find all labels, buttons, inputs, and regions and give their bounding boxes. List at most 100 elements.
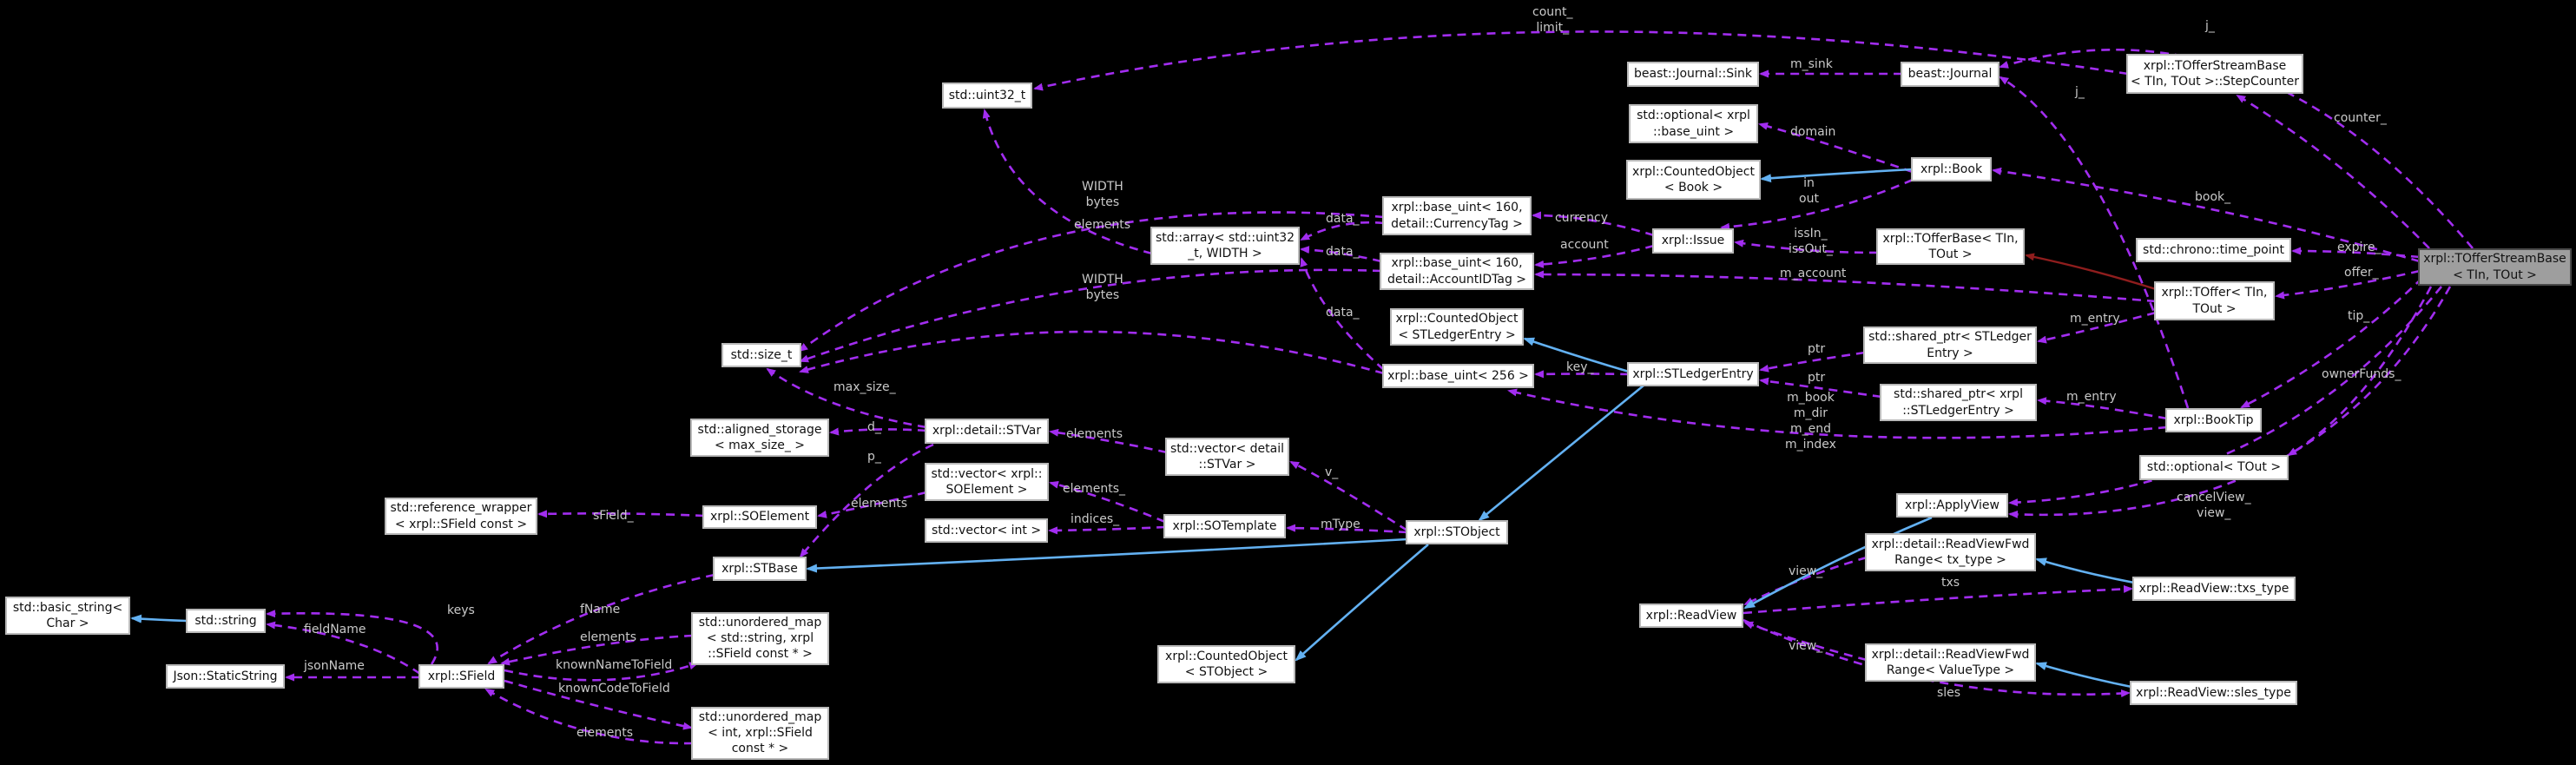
inheritance-edge — [2035, 557, 2135, 584]
node-sotemplate[interactable]: xrpl::SOTemplate — [1163, 514, 1286, 538]
node-applyview[interactable]: xrpl::ApplyView — [1896, 493, 2008, 518]
node-label-line: xrpl::ReadView::sles_type — [2136, 685, 2291, 700]
edge-label: txs — [1941, 576, 1960, 590]
member-edge — [1759, 377, 1882, 399]
node-issue[interactable]: xrpl::Issue — [1652, 228, 1734, 254]
member-edge — [1743, 621, 1868, 662]
node-label-line: Char > — [46, 617, 89, 630]
node-vector-soelement[interactable]: std::vector< xrpl::SOElement > — [925, 463, 1049, 501]
edge-label: issIn_ issOut_ — [1789, 227, 1833, 256]
edge-label: mType — [1321, 518, 1360, 531]
node-label-line: < Book > — [1664, 181, 1723, 195]
node-label-line: xrpl::base_uint< 160, — [1391, 201, 1523, 215]
inheritance-edge — [1478, 384, 1644, 522]
node-currencytag[interactable]: xrpl::base_uint< 160,detail::CurrencyTag… — [1382, 196, 1532, 235]
node-timepoint[interactable]: std::chrono::time_point — [2136, 238, 2291, 262]
member-edge — [504, 679, 693, 730]
node-basic-string[interactable]: std::basic_string<Char > — [5, 597, 130, 635]
node-stbase[interactable]: xrpl::STBase — [713, 557, 807, 581]
node-baseuint256[interactable]: xrpl::base_uint< 256 > — [1382, 364, 1534, 388]
edge-label: counter_ — [2334, 111, 2387, 125]
node-string[interactable]: std::string — [186, 609, 266, 633]
node-stobject[interactable]: xrpl::STObject — [1406, 520, 1508, 544]
member-edge — [1758, 122, 1914, 174]
edge-label: elements — [580, 630, 637, 644]
member-edge — [1507, 388, 2168, 439]
edge-label: ptr — [1808, 371, 1826, 385]
node-journal-sink[interactable]: beast::Journal::Sink — [1627, 62, 1759, 87]
node-journal[interactable]: beast::Journal — [1901, 62, 2000, 87]
node-soelement[interactable]: xrpl::SOElement — [702, 505, 817, 529]
node-label-line: detail::CurrencyTag > — [1391, 216, 1523, 231]
node-array[interactable]: std::array< std::uint32_t, WIDTH > — [1150, 227, 1300, 265]
node-co-stobject[interactable]: xrpl::CountedObject< STObject > — [1157, 645, 1295, 683]
edge-label: ownerFunds_ — [2322, 367, 2401, 381]
edge-label: p_ — [867, 450, 881, 464]
node-label-line: xrpl::detail::STVar — [932, 424, 1042, 439]
node-label-line: _t, WIDTH > — [1188, 247, 1262, 260]
member-edge — [799, 330, 1385, 375]
node-tofferstreambase[interactable]: xrpl::TOfferStreamBase< TIn, TOut > — [2418, 248, 2572, 286]
node-size-t[interactable]: std::size_t — [721, 343, 801, 367]
member-edge — [1300, 257, 1385, 371]
node-label-line: Range< ValueType > — [1886, 663, 2015, 677]
node-label-line: < TIn, TOut > — [2453, 267, 2537, 282]
edge-label: m_entry — [2066, 390, 2117, 404]
node-label-line: std::reference_wrapper — [390, 501, 532, 516]
edge-label: WIDTH bytes — [1082, 273, 1123, 302]
node-label-line: xrpl::STLedgerEntry — [1632, 366, 1754, 381]
node-sfield[interactable]: xrpl::SField — [418, 664, 504, 689]
inheritance-edge — [2035, 662, 2132, 689]
node-opt-tout[interactable]: std::optional< TOut > — [2139, 455, 2289, 480]
node-label-line: xrpl::SOTemplate — [1172, 518, 1277, 533]
edge-label: m_entry — [2070, 312, 2120, 326]
node-co-book[interactable]: xrpl::CountedObject< Book > — [1626, 160, 1761, 200]
node-staticstring[interactable]: Json::StaticString — [166, 664, 285, 689]
node-label-line: xrpl::Book — [1920, 162, 1983, 176]
node-tofferbase[interactable]: xrpl::TOfferBase< TIn,TOut > — [1876, 228, 2025, 266]
edge-label: max_size_ — [833, 380, 896, 394]
node-label-line: std::uint32_t — [948, 88, 1026, 102]
node-readview[interactable]: xrpl::ReadView — [1639, 603, 1743, 628]
node-txs-type[interactable]: xrpl::ReadView::txs_type — [2132, 577, 2296, 601]
member-edge — [798, 211, 1385, 353]
edge-label: count_ limit_ — [1532, 5, 1573, 35]
inheritance-edge — [1743, 516, 1933, 610]
node-label-line: xrpl::CountedObject — [1632, 164, 1755, 179]
node-vector-int[interactable]: std::vector< int > — [925, 518, 1048, 543]
member-edge — [1300, 246, 1382, 263]
edge-label: sField_ — [593, 509, 634, 523]
node-label-line: std::vector< xrpl:: — [931, 466, 1043, 481]
node-aligned-storage[interactable]: std::aligned_storage< max_size_ > — [690, 419, 829, 457]
node-stvar[interactable]: xrpl::detail::STVar — [925, 419, 1049, 444]
node-sles-type[interactable]: xrpl::ReadView::sles_type — [2130, 681, 2297, 705]
node-label-line: < std::string, xrpl — [706, 631, 814, 646]
node-toffer[interactable]: xrpl::TOffer< TIn,TOut > — [2154, 281, 2275, 320]
edge-label: sles — [1937, 686, 1961, 700]
node-label-line: ::SField const * > — [708, 647, 813, 662]
member-edge — [1532, 211, 1655, 237]
node-label-line: ::STVar > — [1198, 458, 1256, 472]
node-book[interactable]: xrpl::Book — [1911, 157, 1992, 181]
member-edge — [1534, 244, 1655, 268]
node-uint32[interactable]: std::uint32_t — [942, 82, 1032, 109]
member-edge — [1759, 351, 1866, 373]
node-co-stledgerentry[interactable]: xrpl::CountedObject< STLedgerEntry > — [1390, 308, 1524, 346]
node-unordered-map-string[interactable]: std::unordered_map< std::string, xrpl::S… — [691, 612, 829, 665]
node-booktip[interactable]: xrpl::BookTip — [2165, 408, 2262, 432]
edge-label: elements — [1074, 218, 1131, 232]
node-stepcounter[interactable]: xrpl::TOfferStreamBase< TIn, TOut >::Ste… — [2126, 54, 2303, 94]
node-label-line: xrpl::STBase — [721, 561, 798, 576]
node-vector-stvar[interactable]: std::vector< detail::STVar > — [1165, 438, 1289, 476]
node-opt-baseuint[interactable]: std::optional< xrpl::base_uint > — [1629, 104, 1758, 143]
node-label-line: std::unordered_map — [698, 616, 822, 630]
node-stledgerentry[interactable]: xrpl::STLedgerEntry — [1627, 362, 1759, 386]
node-label-line: Entry > — [1927, 346, 1973, 360]
node-accountidtag[interactable]: xrpl::base_uint< 160,detail::AccountIDTa… — [1380, 253, 1534, 290]
node-refwrapper[interactable]: std::reference_wrapper< xrpl::SField con… — [385, 498, 537, 535]
node-sharedptr-xrpl-stle[interactable]: std::shared_ptr< xrpl::STLedgerEntry > — [1880, 384, 2037, 421]
